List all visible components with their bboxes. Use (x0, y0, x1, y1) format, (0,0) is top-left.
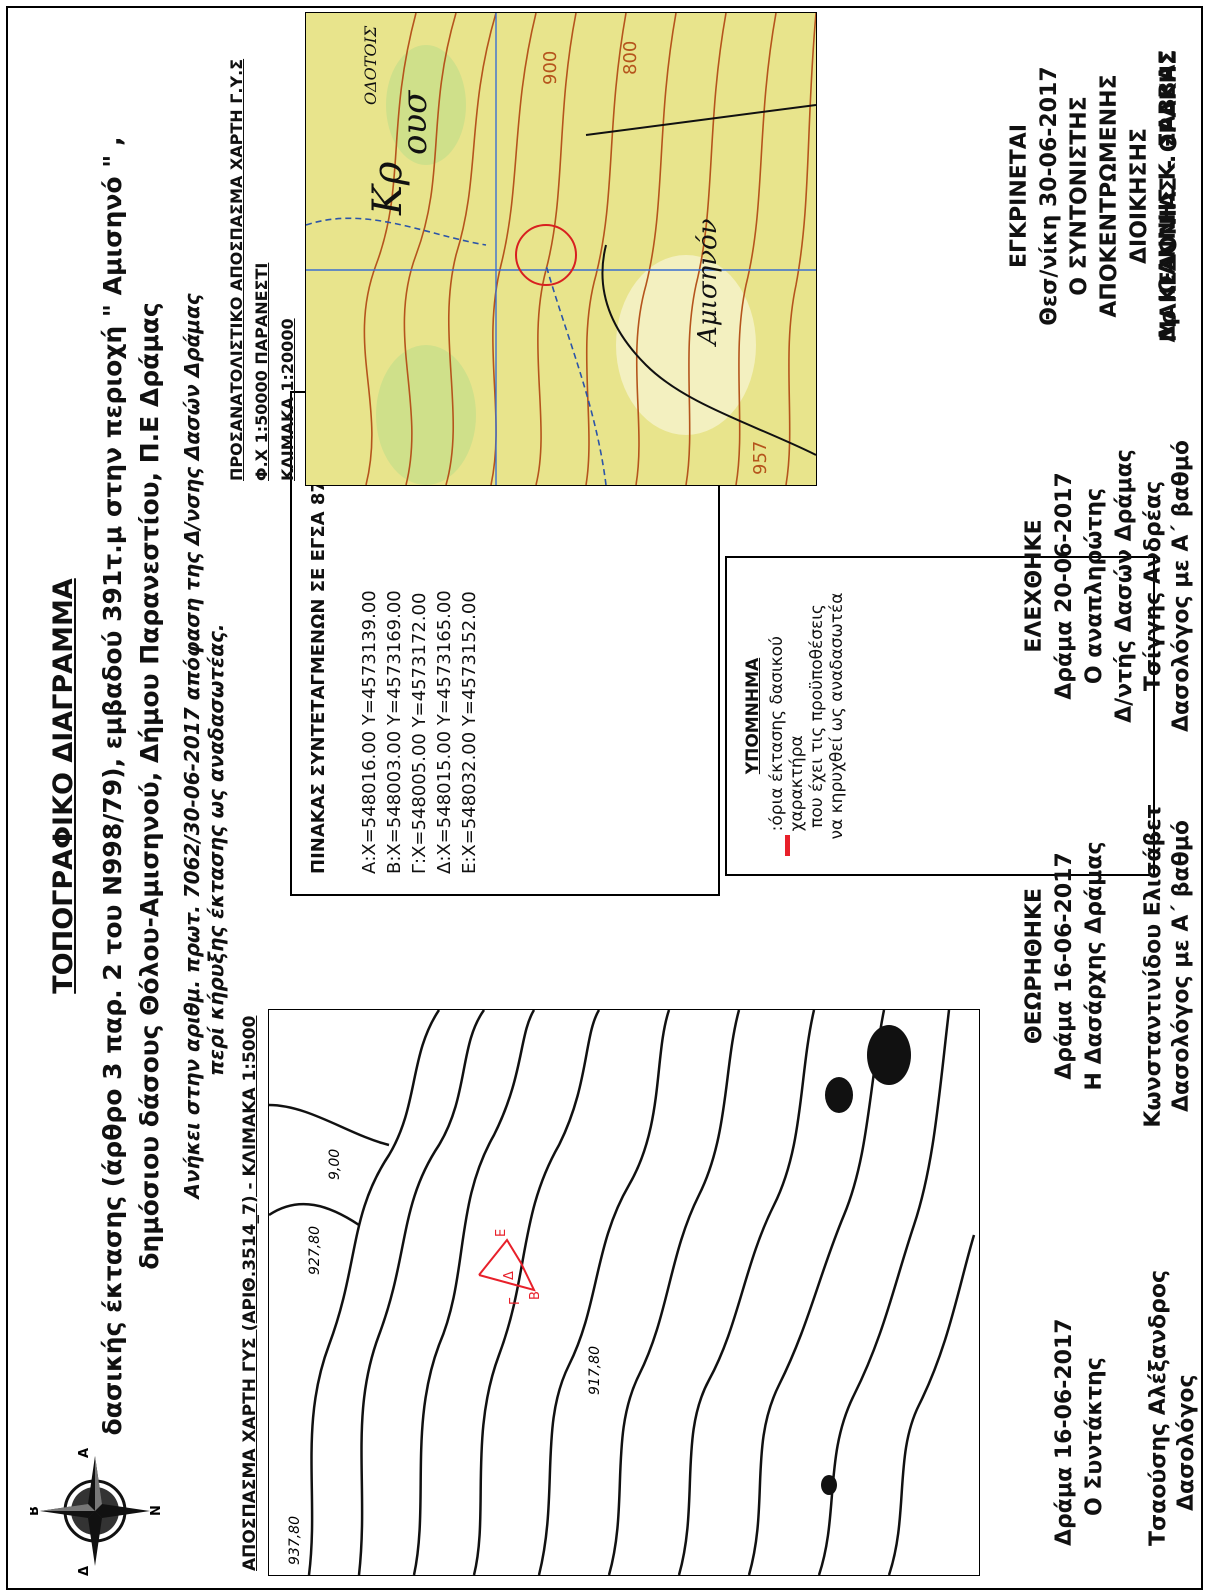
map-label-amisinon: Αμισηνόν (693, 218, 723, 347)
sig3-name: Τσίγγης Ανδρέας (1141, 480, 1166, 692)
sig1-role: Ο Συντάκτης (1082, 1357, 1107, 1516)
point-b: Β (528, 1291, 543, 1300)
elev-927: 927,80 (307, 1226, 323, 1275)
right-map-caption1: ΠΡΟΣΑΝΑΤΟΛΙΣΤΙΚΟ ΑΠΟΣΠΑΣΜΑ ΧΑΡΤΗ Γ.Υ.Σ (227, 58, 246, 481)
map-label-957: 957 (750, 441, 771, 475)
signature-author-name: Τσαούσης Αλέξανδρος Δασολόγος (1145, 1270, 1201, 1546)
header-note2: περί κήρυξης έκτασης ως αναδασωτέας. (204, 623, 228, 1076)
map-label-ous: ουσ (395, 90, 435, 155)
map-label-odotois: ΟΔΟΤΟΙΣ (361, 25, 380, 105)
header-note: Ανήκει στην αριθμ. πρωτ. 7062/30-06-2017… (180, 146, 228, 1346)
sig2-head: ΘΕΩΡΗΘΗΚΕ (1022, 887, 1047, 1045)
right-topo-svg: Κρ ουσ ΟΔΟΤΟΙΣ Αμισηνόν 957 900 800 (305, 12, 817, 486)
legend-entry: :όρια έκτασης δασικού χαρακτήρα (767, 576, 807, 856)
signature-director: ΕΛΕΧΘΗΚΕ Δράμα 20-06-2017 Ο αναπληρώτης … (1020, 396, 1140, 776)
right-map-caption2: Φ.Χ 1:50000 ΠΑΡΑΝΕΣΤΙ (252, 262, 271, 481)
signature-author: Δράμα 16-06-2017 Ο Συντάκτης (1050, 1318, 1110, 1546)
map-label-kr: Κρ (365, 161, 411, 216)
sig3-role: Ο αναπληρώτης (1082, 487, 1107, 685)
right-map-caption3: ΚΛΙΜΑΚΑ 1:20000 (278, 318, 297, 481)
sig4-role: Ο ΣΥΝΤΟΝΙΣΤΗΣ (1067, 96, 1092, 296)
sig1-name: Τσαούσης Αλέξανδρος (1146, 1269, 1171, 1546)
point-g: Γ (508, 1297, 523, 1305)
signature-coordinator-name: Δρ ΙΩΑΝΝΗΣ Κ. ΣΑΒΒΑΣ (1155, 11, 1183, 381)
sig4-org1: ΑΠΟΚΕΝΤΡΩΜΕΝΗΣ ΔΙΟΙΚΗΣΗΣ (1097, 74, 1152, 318)
map-label-900: 900 (540, 51, 561, 85)
header-note1: Ανήκει στην αριθμ. πρωτ. 7062/30-06-2017… (180, 293, 204, 1199)
sig4-head: ΕΓΚΡΙΝΕΤΑΙ (1007, 123, 1032, 269)
sig3-head: ΕΛΕΧΘΗΚΕ (1022, 519, 1047, 653)
legend-line2: που έχει τις προϋποθέσεις (807, 604, 827, 828)
signature-forest-officer: ΘΕΩΡΗΘΗΚΕ Δράμα 16-06-2017 Η Δασάρχης Δρ… (1020, 786, 1110, 1146)
legend-swatch (784, 835, 790, 856)
right-topo-map: Κρ ουσ ΟΔΟΤΟΙΣ Αμισηνόν 957 900 800 (305, 12, 817, 486)
point-d: Δ (502, 1271, 517, 1280)
sig4-date: Θεσ/νίκη 30-06-2017 (1037, 66, 1062, 326)
elev-9: 9,00 (327, 1149, 343, 1180)
left-topo-svg: Β Γ Δ Ε 937,80 927,80 9,00 917,80 (268, 1009, 976, 1576)
sig2-name: Κωνσταντινίδου Ελισάβετ (1141, 804, 1166, 1128)
left-map-caption: ΑΠΟΣΠΑΣΜΑ ΧΑΡΤΗ ΓΥΣ (ΑΡΙΘ.3514_7) - ΚΛΙΜ… (240, 1015, 260, 1571)
compass-w: Δ (77, 1566, 92, 1576)
legend-line1: :όρια έκτασης δασικού χαρακτήρα (767, 636, 807, 832)
header-line1: δασικής έκτασης (άρθρο 3 παρ. 2 του Ν998… (98, 136, 127, 1436)
document-title: ΤΟΠΟΓΡΑΦΙΚΟ ΔΙΑΓΡΑΜΜΑ (48, 578, 79, 994)
sig3-dept: Δ/ντής Δασών Δράμας (1112, 449, 1137, 723)
header-line2: δημόσιου δάσους Θόλου-Αμισηνού, Δήμου Πα… (135, 302, 164, 1270)
legend-title: ΥΠΟΜΝΗΜΑ (743, 657, 763, 775)
sig2-title: Δασολόγος με Α΄ βαθμό (1169, 820, 1194, 1112)
legend-line3: να κηρυχθεί ως αναδασωτέα (827, 592, 847, 840)
elev-917: 917,80 (587, 1346, 603, 1395)
left-topo-map: Β Γ Δ Ε 937,80 927,80 9,00 917,80 (268, 1009, 980, 1576)
compass-rose-icon: Β Α Ν Δ (30, 1448, 160, 1576)
sig1-title: Δασολόγος (1174, 1374, 1199, 1511)
compass-e: Α (77, 1448, 92, 1458)
compass-n: Β (30, 1506, 42, 1516)
compass-s: Ν (149, 1505, 160, 1516)
sig2-role: Η Δασάρχης Δράμας (1082, 841, 1107, 1091)
sig1-date: Δράμα 16-06-2017 (1052, 1318, 1077, 1546)
elev-937: 937,80 (287, 1516, 303, 1565)
sig2-date: Δράμα 16-06-2017 (1052, 852, 1077, 1080)
sig3-date: Δράμα 20-06-2017 (1052, 472, 1077, 700)
signature-forest-officer-name: Κωνσταντινίδου Ελισάβετ Δασολόγος με Α΄ … (1140, 776, 1196, 1156)
sig4-name: Δρ ΙΩΑΝΝΗΣ Κ. ΣΑΒΒΑΣ (1156, 49, 1181, 343)
map-label-800: 800 (620, 41, 641, 75)
signature-director-name: Τσίγγης Ανδρέας Δασολόγος με Α΄ βαθμό (1140, 396, 1196, 776)
sig3-title: Δασολόγος με Α΄ βαθμό (1169, 440, 1194, 732)
area-boundary (478, 1238, 536, 1292)
point-e: Ε (494, 1229, 509, 1237)
